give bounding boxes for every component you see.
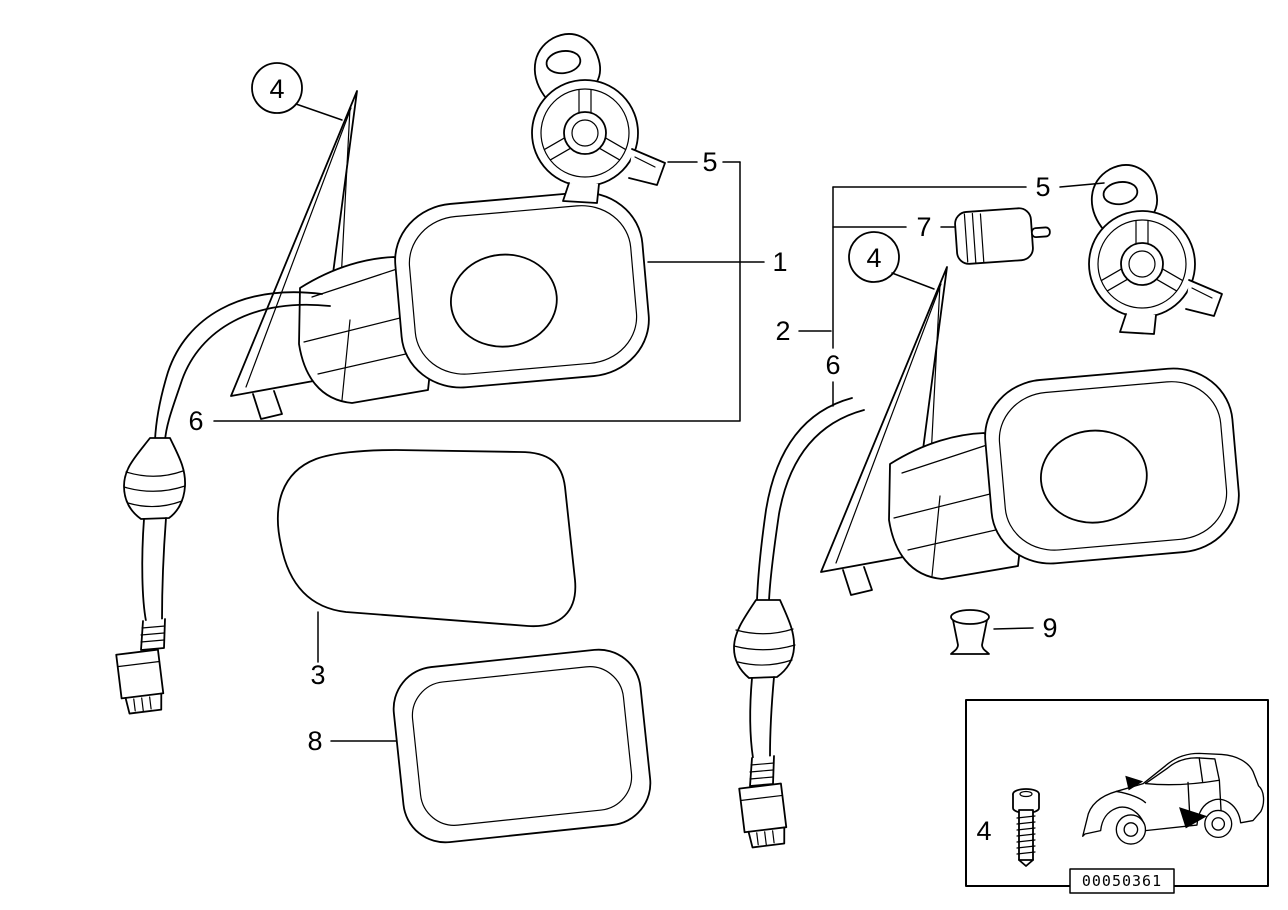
callout-1[interactable]: 1 [647, 247, 788, 277]
callout-label-4-left: 4 [269, 74, 284, 104]
mirror-glass-item-3 [277, 449, 577, 627]
callout-label-5-right: 5 [1035, 172, 1050, 202]
legend-screw-icon [1012, 788, 1040, 867]
part-number-label: 00050361 [1082, 872, 1162, 890]
harness-connector-left [115, 648, 165, 715]
callout-5-right[interactable]: 5 [832, 172, 1105, 202]
callout-circle [251, 62, 303, 114]
group-bracket-left [213, 161, 741, 422]
callout-8[interactable]: 8 [307, 726, 397, 756]
callout-label-9: 9 [1042, 613, 1057, 643]
callout-9[interactable]: 9 [993, 613, 1058, 643]
car-location-thumbnail [1082, 752, 1265, 845]
part-number-box: 00050361 [1069, 868, 1175, 894]
callout-label-4-right: 4 [866, 243, 881, 273]
callout-leader [993, 627, 1034, 630]
callout-3[interactable]: 3 [310, 611, 326, 690]
callout-leader [295, 103, 343, 121]
callout-7[interactable]: 7 [832, 212, 955, 242]
callout-label-8: 8 [307, 726, 322, 756]
left-mirror-assembly [115, 90, 655, 715]
legend-box: 4 00050361 [965, 699, 1269, 894]
mirror-glass-item-8 [392, 648, 652, 844]
callout-4-right[interactable]: 4 [848, 231, 935, 290]
callout-4-left[interactable]: 4 [251, 62, 343, 121]
callout-leader [832, 182, 1105, 188]
legend-callout-4[interactable]: 4 [976, 816, 991, 846]
callout-6-right[interactable]: 6 [825, 350, 840, 380]
location-arrow-icon [1179, 807, 1208, 829]
callout-circle [848, 231, 900, 283]
right-mirror-body [820, 266, 1245, 596]
callout-2[interactable]: 2 [775, 316, 832, 346]
callout-6-left[interactable]: 6 [188, 406, 203, 436]
legend-callout-4-label: 4 [976, 816, 991, 846]
callout-5-left[interactable]: 5 [667, 147, 741, 177]
callout-label-6-left: 6 [188, 406, 203, 436]
callout-label-2: 2 [775, 316, 790, 346]
callout-label-7: 7 [916, 212, 931, 242]
callout-label-1: 1 [772, 247, 787, 277]
callout-label-6-right: 6 [825, 350, 840, 380]
mirror-position-arrow-icon [1125, 775, 1144, 791]
callout-label-3: 3 [310, 660, 325, 690]
callout-label-5-left: 5 [702, 147, 717, 177]
wiring-harness-right [733, 397, 865, 849]
grommet-part-9 [950, 609, 990, 655]
harness-connector-right [738, 782, 788, 849]
wiring-harness-left [115, 291, 331, 715]
right-mirror-assembly [733, 266, 1245, 849]
speaker-bracket-left [525, 26, 665, 203]
mirror-drive-part-7 [954, 207, 1051, 265]
callout-leader [891, 272, 935, 290]
